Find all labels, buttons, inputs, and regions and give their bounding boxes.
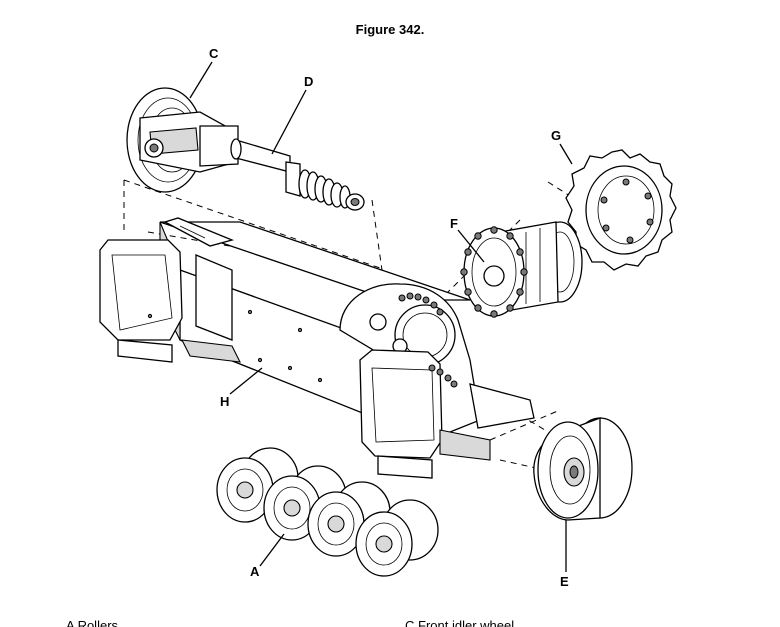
callout-a: A: [250, 564, 260, 579]
track-frame: [99, 217, 535, 479]
front-idler-wheel: [126, 87, 239, 193]
callout-g: G: [551, 128, 561, 143]
rear-idler-wheel: [533, 417, 633, 521]
legend-item-c: C Front idler wheel: [405, 618, 514, 627]
recoil-spring-assembly: [230, 138, 365, 211]
legend-item-a: A Rollers: [66, 618, 119, 627]
roller-4: [355, 499, 439, 577]
callout-h: H: [220, 394, 229, 409]
drive-sprocket: [565, 149, 677, 271]
figure-title: Figure 342.: [355, 22, 425, 37]
leader-lines: [189, 61, 573, 572]
callout-d: D: [304, 74, 313, 89]
recoil-spring-coils: [298, 169, 351, 209]
final-drive-bolt-ring: [460, 226, 528, 318]
final-drive: [460, 221, 583, 318]
track-rollers: [216, 447, 439, 577]
frame-bolt-row: [398, 292, 458, 388]
callout-f: F: [450, 216, 458, 231]
roller-3: [307, 481, 391, 557]
callout-c: C: [209, 46, 219, 61]
callout-e: E: [560, 574, 569, 589]
